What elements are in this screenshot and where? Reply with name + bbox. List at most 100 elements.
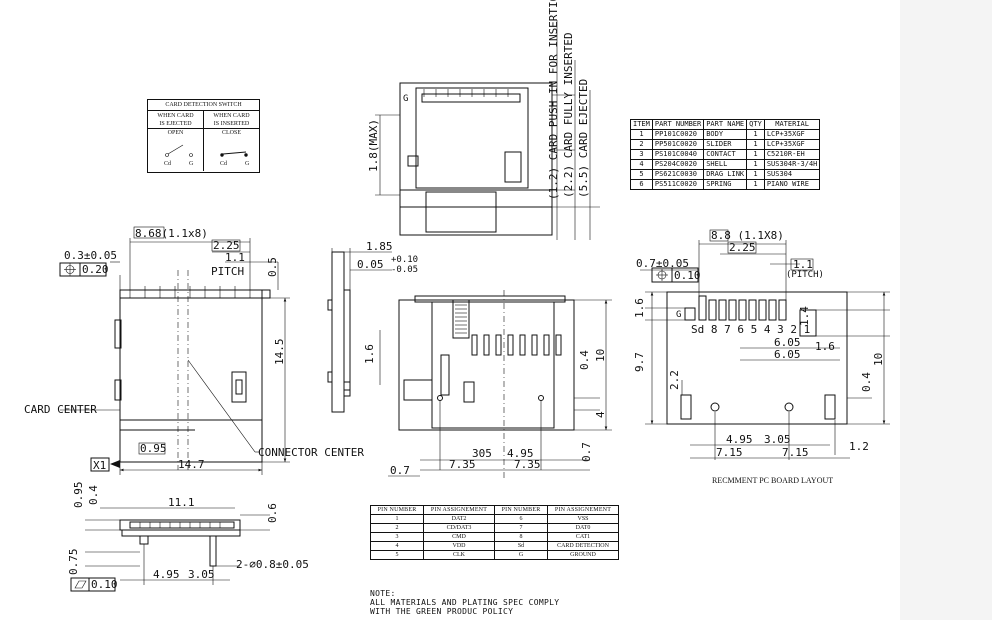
pin-cell: CARD DETECTION bbox=[547, 541, 619, 551]
parts-cell: SLIDER bbox=[703, 139, 748, 150]
pcb-tol-07: 0.7±0.05 bbox=[636, 257, 689, 270]
parts-cell: 1 bbox=[746, 159, 765, 170]
table-row: 6 PS511C0020 SPRING 1 PIANO WIRE bbox=[630, 179, 821, 190]
switch-right-line2: IS INSERTED bbox=[204, 120, 259, 129]
pcb-layout bbox=[640, 240, 890, 460]
parts-header-item: ITEM bbox=[630, 119, 653, 130]
front-dim-05: 0.5 bbox=[266, 257, 279, 277]
lower-dim-075: 0.75 bbox=[67, 549, 80, 576]
insertion-inserted-label: (2.2) CARD FULLY INSERTED bbox=[562, 32, 575, 198]
lower-dim-06: 0.6 bbox=[266, 503, 279, 523]
parts-cell: PS621C0030 bbox=[651, 169, 705, 180]
switch-right-pin-cd: Cd bbox=[220, 161, 228, 167]
bottom-dim-4: 4 bbox=[594, 411, 607, 418]
pin-header-number-2: PIN NUMBER bbox=[494, 505, 548, 515]
parts-cell: 3 bbox=[630, 149, 653, 160]
pcb-dim-10: 10 bbox=[872, 353, 885, 366]
table-row: 3 CMD 8 CAT1 bbox=[370, 532, 619, 542]
parts-cell: LCP+35XGF bbox=[763, 139, 821, 150]
parts-cell: PS511C0020 bbox=[651, 179, 705, 190]
lower-dim-495: 4.95 bbox=[153, 568, 180, 581]
switch-left-line1: WHEN CARD bbox=[157, 113, 194, 119]
pcb-dim-305: 3.05 bbox=[764, 433, 791, 446]
datum-x1: X1 bbox=[93, 459, 106, 472]
pcb-layout-caption: RECMMENT PC BOARD LAYOUT bbox=[712, 476, 834, 485]
parts-cell: 1 bbox=[630, 129, 653, 140]
switch-closed-symbol bbox=[220, 151, 248, 157]
pcb-dim-04: 0.4 bbox=[860, 372, 873, 392]
parts-cell: C5210R-EH bbox=[763, 149, 821, 160]
pin-cell: GROUND bbox=[547, 550, 619, 560]
lower-dim-04: 0.4 bbox=[87, 485, 100, 505]
parts-cell: PP501C0020 bbox=[651, 139, 705, 150]
parts-cell: 4 bbox=[630, 159, 653, 170]
bottom-dim-735b: 7.35 bbox=[514, 458, 541, 471]
insertion-push-label: (1.2) CARD PUSH IN FOR INSERTION bbox=[547, 0, 560, 200]
front-dim-11: 1.1 bbox=[225, 251, 245, 264]
switch-left-line2: IS EJECTED bbox=[148, 120, 203, 129]
pcb-dim-715b: 7.15 bbox=[782, 446, 809, 459]
note-line-2: ALL MATERIALS AND PLATING SPEC COMPLY bbox=[370, 598, 560, 607]
pin-cell: DAT2 bbox=[423, 514, 495, 524]
bottom-dim-10: 10 bbox=[594, 349, 607, 362]
parts-cell: PS204C0020 bbox=[651, 159, 705, 170]
connector-drawing: (1.2) CARD PUSH IN FOR INSERTION (2.2) C… bbox=[24, 0, 890, 592]
pin-cell: 7 bbox=[494, 523, 548, 533]
table-row: 1 DAT2 6 VSS bbox=[370, 514, 619, 524]
bottom-dim-495: 4.95 bbox=[507, 447, 534, 460]
page-margin-strip bbox=[900, 0, 992, 620]
bottom-dim-735a: 7.35 bbox=[449, 458, 476, 471]
parts-cell: SUS304 bbox=[763, 169, 821, 180]
pcb-pitch-total: 8.8 (1.1X8) bbox=[711, 229, 784, 242]
g-mark-top: G bbox=[403, 94, 408, 104]
parts-cell: 6 bbox=[630, 179, 653, 190]
bottom-dim-04: 0.4 bbox=[578, 350, 591, 370]
side-dim-185: 1.85 bbox=[366, 240, 393, 253]
switch-right-state: CLOSE bbox=[221, 130, 241, 136]
parts-cell: LCP+35XGF bbox=[763, 129, 821, 140]
lower-dim-305: 3.05 bbox=[188, 568, 215, 581]
parts-cell: BODY bbox=[703, 129, 748, 140]
parts-cell: 1 bbox=[746, 179, 765, 190]
pcb-pos-tol: 0.10 bbox=[674, 269, 701, 282]
parts-cell: SUS304R-3/4H bbox=[763, 159, 821, 170]
pin-header-number-1: PIN NUMBER bbox=[370, 505, 424, 515]
parts-cell: 1 bbox=[746, 169, 765, 180]
bottom-dim-305: 305 bbox=[472, 447, 492, 460]
parts-cell: SHELL bbox=[703, 159, 748, 170]
pin-cell: CD/DAT3 bbox=[423, 523, 495, 533]
parts-header-part-name: PART NAME bbox=[703, 119, 748, 130]
pin-cell: CLK bbox=[423, 550, 495, 560]
parts-header-part-number: PART NUMBER bbox=[651, 119, 705, 130]
pin-cell: CMD bbox=[423, 532, 495, 542]
lower-dim-111: 11.1 bbox=[168, 496, 195, 509]
switch-right-line1: WHEN CARD bbox=[213, 113, 250, 119]
front-pos-tol: 0.20 bbox=[82, 263, 109, 276]
top-insertion-view bbox=[375, 20, 600, 240]
pin-header-assignment-2: PIN ASSIGNEMENT bbox=[547, 505, 619, 515]
pin-cell: CAT1 bbox=[547, 532, 619, 542]
switch-left-pin-g: G bbox=[189, 161, 194, 167]
card-center-label: CARD CENTER bbox=[24, 403, 97, 416]
pcb-pin-labels: Sd 8 7 6 5 4 3 2 1 bbox=[691, 323, 810, 336]
pin-cell: Sd bbox=[494, 541, 548, 551]
bottom-dim-07: 0.7 bbox=[580, 442, 593, 462]
lower-flatness: 0.10 bbox=[91, 578, 118, 591]
side-dim-005: 0.05 bbox=[357, 258, 384, 271]
side-view bbox=[327, 248, 392, 413]
height-max-label: 1.8(MAX) bbox=[367, 119, 380, 172]
pcb-dim-16b: 1.6 bbox=[815, 340, 835, 353]
parts-header-material: MATERIAL bbox=[763, 119, 821, 130]
switch-left-state: OPEN bbox=[167, 130, 184, 136]
pcb-dim-495: 4.95 bbox=[726, 433, 753, 446]
front-view bbox=[59, 238, 290, 475]
parts-cell: 2 bbox=[630, 139, 653, 150]
switch-col-ejected: WHEN CARD IS EJECTED OPEN Cd G bbox=[148, 111, 204, 171]
lower-profile-view bbox=[70, 507, 270, 592]
pcb-dim-97: 9.7 bbox=[633, 352, 646, 372]
switch-col-inserted: WHEN CARD IS INSERTED CLOSE Cd G bbox=[204, 111, 259, 171]
connector-center-label: CONNECTOR CENTER bbox=[258, 446, 364, 459]
note-line-1: NOTE: bbox=[370, 589, 396, 598]
front-dim-095: 0.95 bbox=[140, 442, 167, 455]
pin-cell: G bbox=[494, 550, 548, 560]
